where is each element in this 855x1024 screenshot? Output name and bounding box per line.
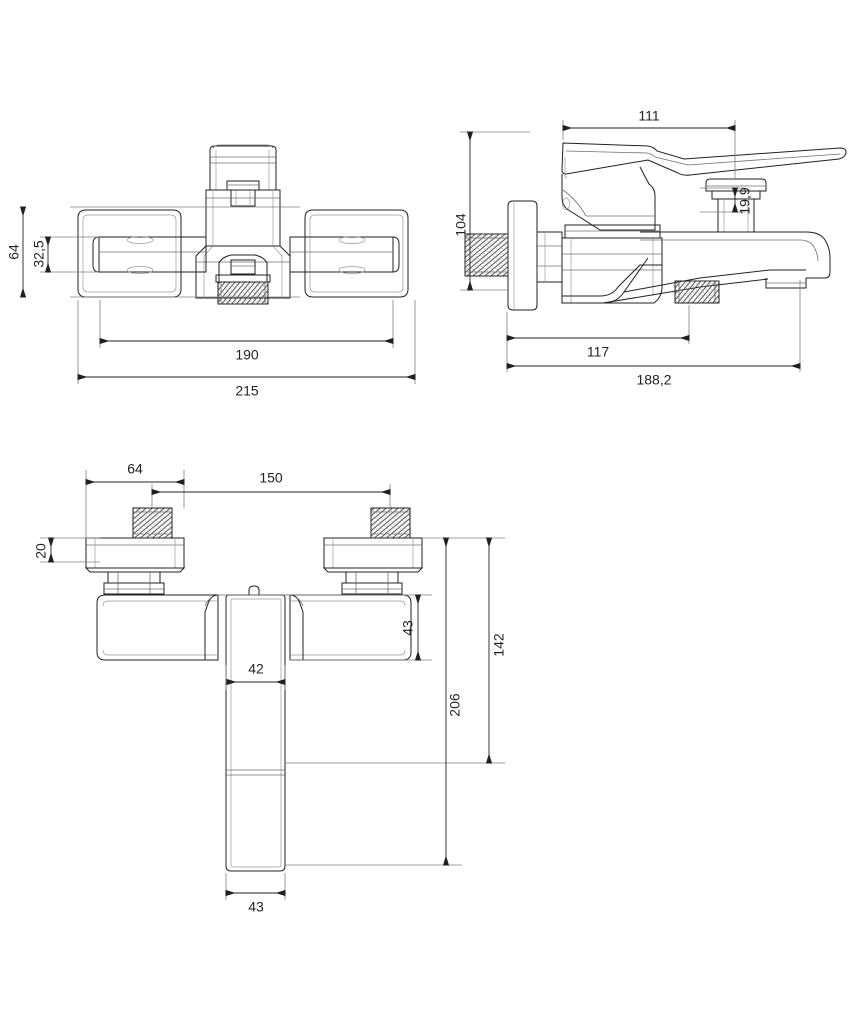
dim-206: 206: [442, 537, 463, 866]
dim-20-label: 20: [33, 543, 49, 559]
front-handle-left: [77, 209, 207, 298]
bottom-extension-lines: [40, 470, 505, 900]
dim-150: 150: [151, 470, 391, 496]
side-spout: [602, 231, 831, 304]
bottom-arm-right: [289, 594, 412, 661]
dim-188-2: 188,2: [506, 362, 801, 388]
dim-43b: 43: [225, 889, 286, 915]
dim-43a: 43: [400, 594, 422, 661]
dim-117: 117: [506, 334, 690, 360]
front-view: 64 32,5 190 215: [6, 144, 416, 399]
dim-20: 20: [33, 537, 55, 563]
dim-117-label: 117: [587, 344, 610, 360]
bottom-eccentric-left: [84, 507, 186, 595]
bottom-arm-left: [96, 594, 219, 661]
dim-64b-label: 64: [127, 461, 143, 477]
side-lever-handle: [561, 142, 847, 239]
dim-215-label: 215: [235, 383, 259, 399]
dim-111-label: 111: [638, 108, 659, 124]
dim-43b-label: 43: [248, 899, 264, 915]
dim-64: 64: [6, 206, 27, 298]
dim-42-label: 42: [248, 661, 264, 677]
dim-32-5: 32,5: [31, 236, 52, 273]
dim-43a-label: 43: [400, 620, 416, 636]
dim-64b: 64: [85, 461, 185, 486]
dim-142-label: 142: [491, 633, 507, 657]
bottom-eccentric-right: [322, 507, 424, 595]
dim-190-label: 190: [235, 347, 259, 363]
dim-104: 104: [453, 131, 474, 291]
dim-42: 42: [226, 661, 286, 686]
dim-64-label: 64: [6, 244, 22, 260]
side-view: 111 104 19,9 117 188,2: [453, 108, 847, 388]
dim-19-9: 19,9: [731, 187, 753, 215]
dim-111: 111: [562, 108, 736, 132]
bottom-view: 64 150 20 42 43 206 142: [33, 461, 507, 915]
dim-206-label: 206: [447, 693, 463, 717]
front-handle-right: [289, 209, 409, 298]
dim-19-9-label: 19,9: [737, 187, 753, 214]
dim-142: 142: [485, 537, 507, 764]
side-extension-lines: [460, 120, 801, 372]
dim-104-label: 104: [453, 213, 469, 237]
front-center-body: [195, 189, 291, 305]
bottom-center-column: [218, 585, 290, 872]
front-riser-stack: [209, 144, 277, 207]
side-body: [464, 200, 663, 311]
dim-32-5-label: 32,5: [31, 240, 47, 267]
dim-188-2-label: 188,2: [636, 372, 671, 388]
dim-190: 190: [99, 337, 394, 363]
dim-215: 215: [77, 373, 416, 399]
dim-150-label: 150: [259, 470, 283, 486]
